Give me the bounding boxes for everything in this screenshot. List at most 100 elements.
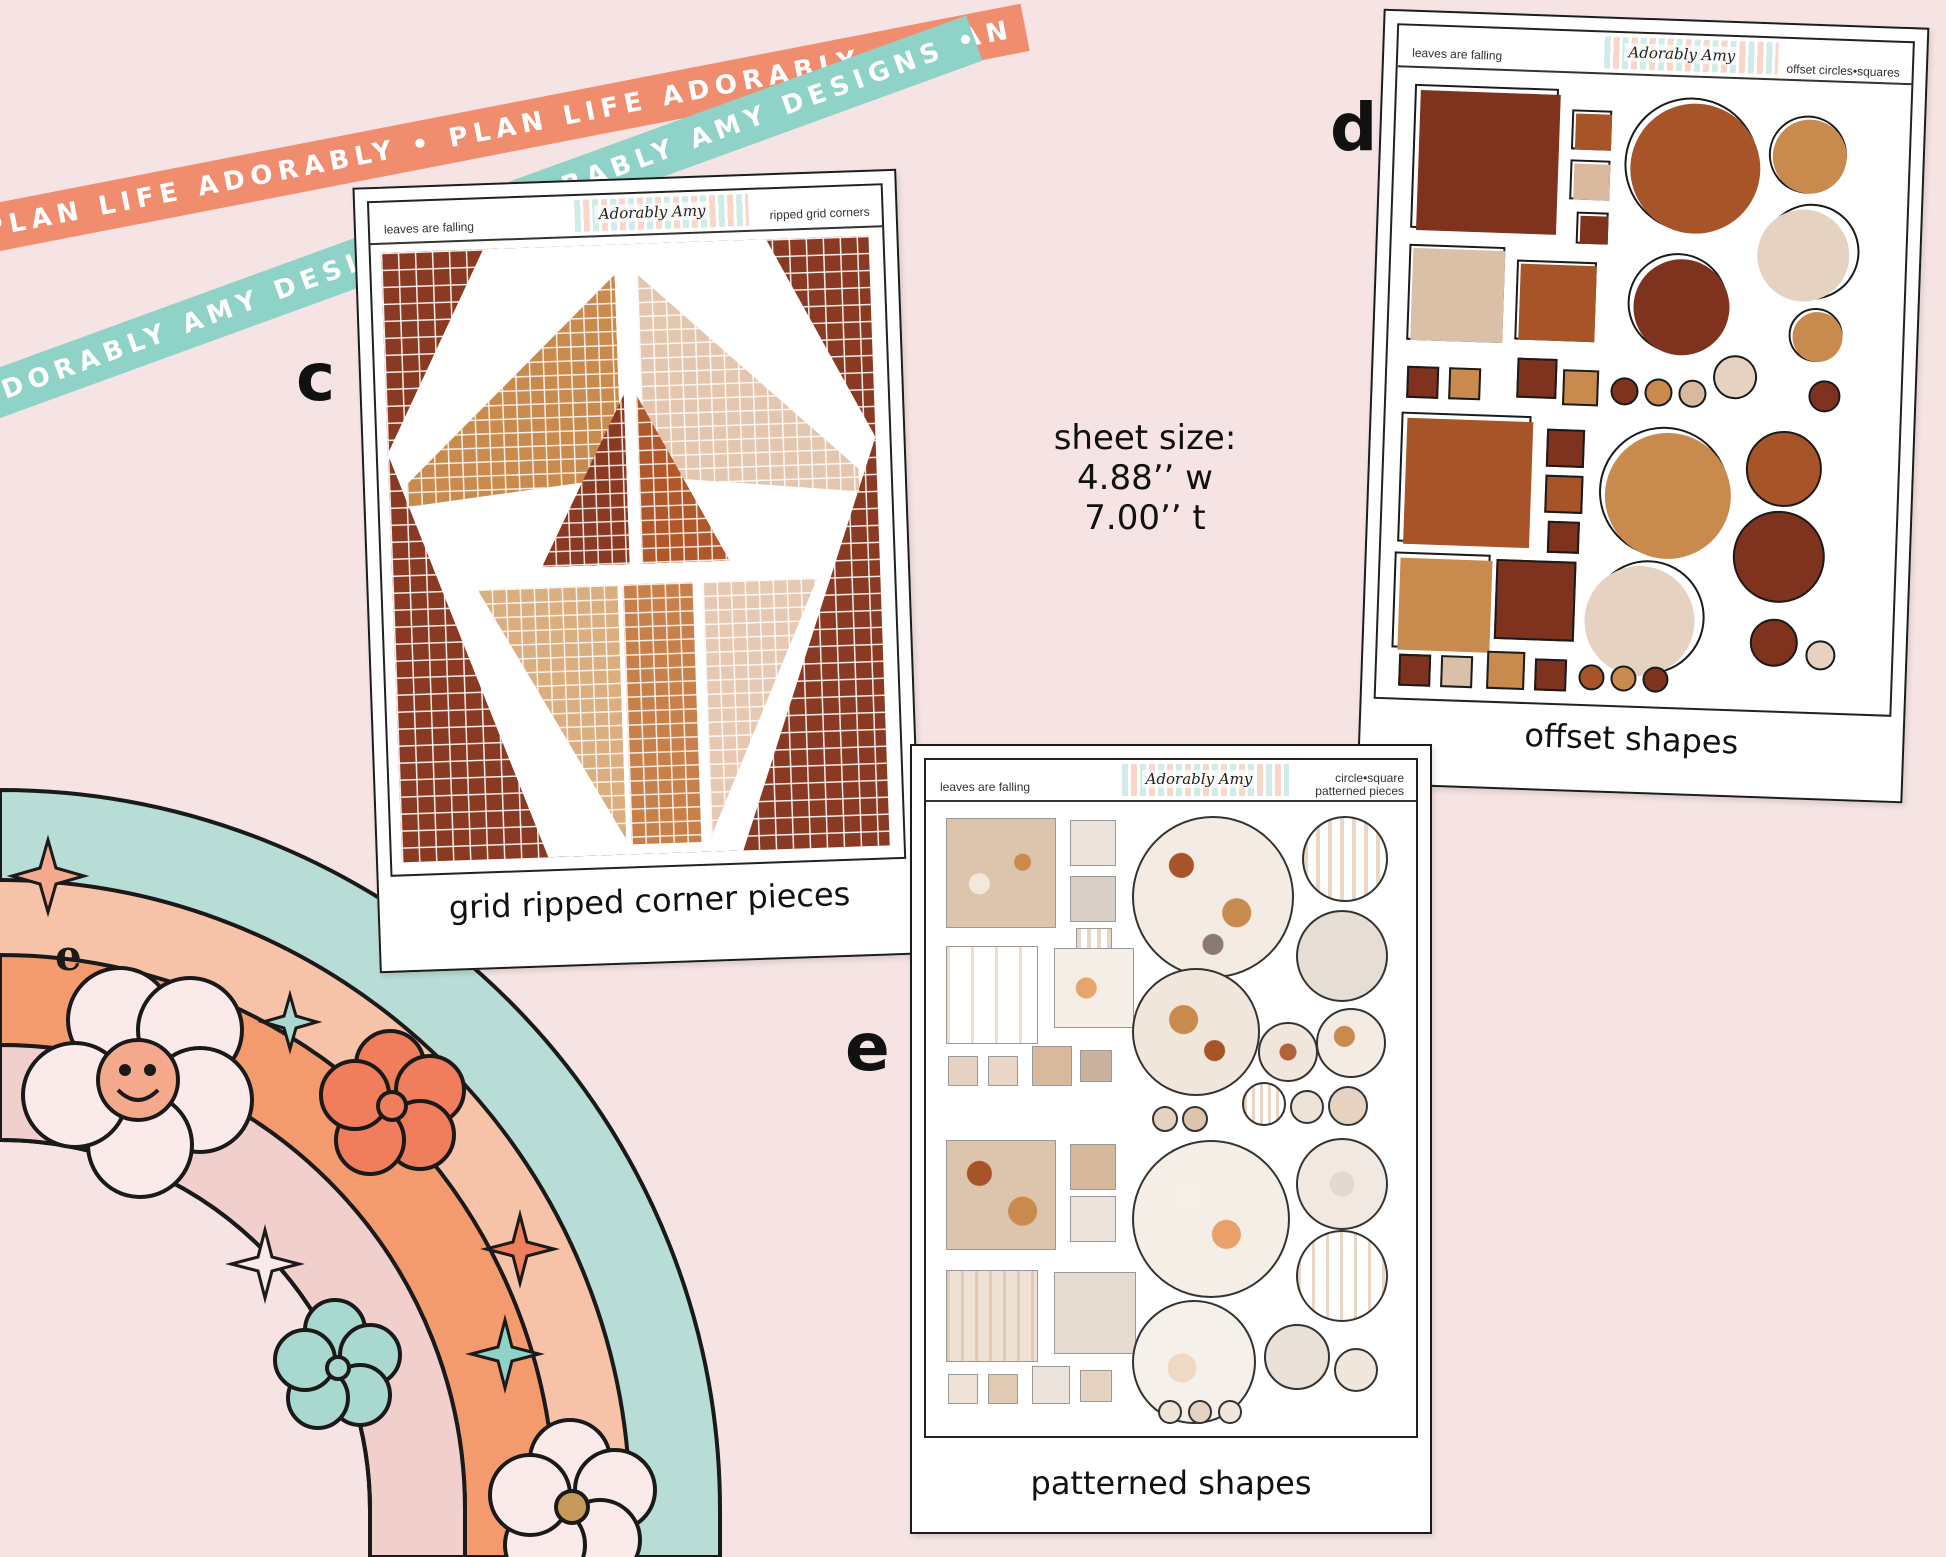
- caramel-square-small: [1486, 650, 1526, 691]
- sheet-e-letter: e: [845, 1009, 890, 1086]
- sheet-d-sheet-name: offset circles•squares: [1786, 61, 1901, 80]
- caramel-square: [1397, 557, 1493, 653]
- plaid-pattern-circle: [1296, 1230, 1388, 1322]
- rust-square-small: [1546, 520, 1580, 554]
- pattern-square-small: [1032, 1366, 1070, 1404]
- cream-flower-icon: [488, 1418, 657, 1557]
- rust-square-small: [1545, 428, 1586, 468]
- pattern-square-small: [1080, 1370, 1112, 1402]
- caramel-square-small: [1448, 367, 1482, 401]
- pumpkin-pattern-square: [1054, 948, 1134, 1028]
- floral-pattern-circle: [1316, 1008, 1386, 1078]
- plaid-pattern-circle: [1302, 816, 1388, 902]
- tan-square: [1410, 247, 1506, 344]
- plaid-pattern-circle: [1242, 1082, 1286, 1126]
- rust-square: [1493, 558, 1577, 642]
- pattern-square-small: [948, 1374, 978, 1404]
- sheet-size-note: sheet size: 4.88’’ w 7.00’’ t: [1030, 418, 1260, 538]
- sheet-width: 4.88’’ w: [1077, 458, 1213, 498]
- pattern-dot: [1182, 1106, 1208, 1132]
- caramel-square-small: [1561, 369, 1600, 407]
- pumpkin-pattern-circle: [1296, 1138, 1388, 1230]
- cloudy-pattern-square: [1070, 820, 1116, 866]
- sheet-d: leaves are falling Adorably Amy offset c…: [1373, 23, 1915, 717]
- pattern-square-small: [988, 1056, 1018, 1086]
- rust-dot: [1610, 376, 1639, 406]
- floral-pattern-square: [946, 1140, 1056, 1250]
- sheet-c: leaves are falling Adorably Amy ripped g…: [366, 183, 907, 877]
- floral-pattern-circle: [1132, 968, 1260, 1096]
- terracotta-square: [1574, 113, 1613, 151]
- watercolor-pattern-square: [1054, 1272, 1136, 1354]
- tan-square: [1573, 163, 1611, 201]
- pattern-dot: [1158, 1400, 1182, 1424]
- marble-pattern-circle: [1296, 910, 1388, 1002]
- terracotta-circle: [1744, 429, 1824, 509]
- terracotta-square: [1403, 417, 1534, 549]
- tan-square-small: [1440, 655, 1474, 689]
- sheet-d-card: leaves are falling Adorably Amy offset c…: [1356, 8, 1930, 804]
- sheet-d-caption: offset shapes: [1523, 716, 1739, 762]
- pattern-square-small: [1080, 1050, 1112, 1082]
- gradient-grid-piece: [622, 582, 702, 845]
- svg-text:e: e: [55, 931, 82, 980]
- plaid-pattern-square: [946, 1270, 1038, 1362]
- pattern-dot: [1188, 1400, 1212, 1424]
- pattern-dot: [1218, 1400, 1242, 1424]
- rust-square-small: [1579, 215, 1609, 245]
- tan-dot: [1677, 379, 1707, 409]
- pumpkin-pattern-square: [946, 818, 1056, 928]
- rust-square: [1416, 90, 1561, 235]
- sheet-size-label: sheet size:: [1053, 418, 1237, 458]
- floral-pattern-square-small: [1070, 1144, 1116, 1190]
- sheet-d-collection-name: leaves are falling: [1411, 45, 1503, 63]
- sheet-c-caption: grid ripped corner pieces: [448, 874, 851, 927]
- caramel-dot: [1610, 665, 1637, 692]
- pattern-dot: [1290, 1090, 1324, 1124]
- marble-pattern-circle: [1264, 1324, 1330, 1390]
- rust-dot: [1578, 663, 1605, 691]
- pumpkin-pattern-circle: [1132, 1140, 1290, 1298]
- floral-pattern-circle: [1132, 816, 1294, 978]
- watercolor-pattern-square: [1070, 876, 1116, 922]
- caramel-circle: [1791, 311, 1844, 363]
- rust-dot: [1642, 666, 1669, 694]
- sheet-e-card: leaves are falling Adorably Amy circle•s…: [910, 744, 1432, 1534]
- sheet-d-header: leaves are falling Adorably Amy offset c…: [1397, 25, 1913, 86]
- sheet-d-letter: d: [1330, 89, 1378, 166]
- rust-circle-small: [1748, 617, 1799, 668]
- rainbow-illustration: e: [0, 787, 722, 1557]
- terracotta-square-small: [1544, 474, 1584, 514]
- floral-pattern-circle-small: [1258, 1022, 1318, 1082]
- rust-square-small: [1398, 653, 1432, 687]
- sheet-c-letter: c: [296, 339, 336, 416]
- sheet-e-sheet-name: circle•square patterned pieces: [1315, 771, 1404, 798]
- pattern-square-small: [988, 1374, 1018, 1404]
- mint-flower-icon: [273, 1298, 402, 1430]
- pattern-square-small: [948, 1056, 978, 1086]
- grid-background: [380, 235, 890, 863]
- rust-square-small: [1406, 365, 1440, 399]
- sheet-c-header: leaves are falling Adorably Amy ripped g…: [368, 185, 883, 246]
- plaid-pattern-square: [946, 946, 1038, 1044]
- sparkle-icons: [6, 834, 560, 1394]
- sheet-c-card: leaves are falling Adorably Amy ripped g…: [352, 168, 924, 974]
- leaf-pattern-square: [1070, 1196, 1116, 1242]
- smiley-flower-icon: [21, 966, 254, 1199]
- terracotta-square: [1518, 263, 1597, 343]
- rust-dot: [1807, 379, 1841, 413]
- sheet-e-collection-name: leaves are falling: [940, 780, 1031, 794]
- sheet-e: leaves are falling Adorably Amy circle•s…: [924, 758, 1418, 1438]
- sheet-c-collection-name: leaves are falling: [383, 219, 475, 237]
- pattern-dot: [1328, 1086, 1368, 1126]
- pattern-square-small: [1032, 1046, 1072, 1086]
- pattern-dot: [1152, 1106, 1178, 1132]
- pattern-dot: [1334, 1348, 1378, 1392]
- coral-flower-icon: [319, 1029, 466, 1176]
- caramel-dot: [1643, 378, 1673, 408]
- rust-square-small: [1534, 658, 1568, 692]
- rust-circle: [1731, 509, 1827, 605]
- beige-circle-small: [1712, 354, 1758, 400]
- rust-square-small: [1516, 357, 1558, 399]
- sheet-height: 7.00’’ t: [1084, 498, 1206, 538]
